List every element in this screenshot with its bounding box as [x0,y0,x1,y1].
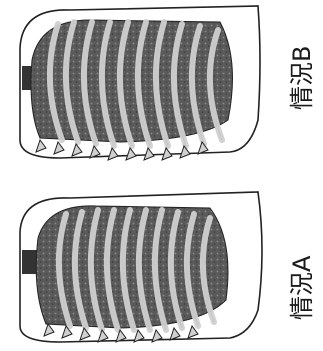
panel-a-label: 情況A [282,256,317,320]
panel-b-label: 情況B [282,46,317,110]
panel-a [20,192,262,342]
panel-b [20,6,260,160]
lung-region-b [31,20,233,142]
